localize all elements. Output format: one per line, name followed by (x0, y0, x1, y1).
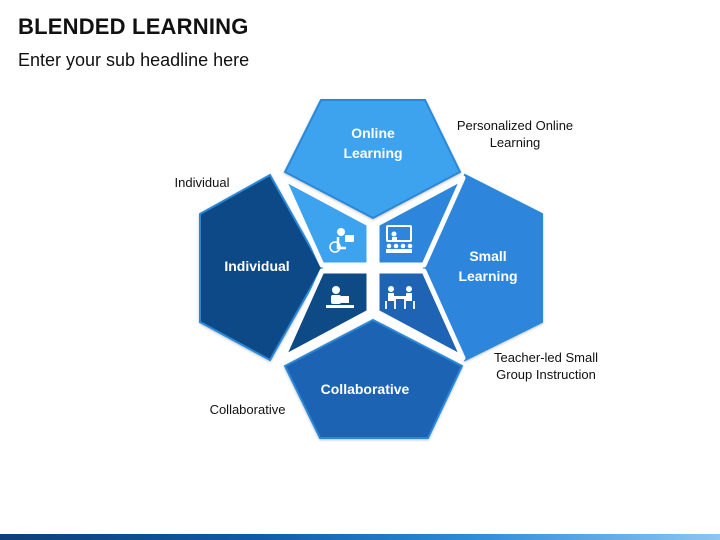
person-with-laptop-icon (326, 286, 354, 308)
caption-small: Teacher-led Small Group Instruction (486, 349, 606, 383)
inner-quadrant-collaborative (374, 268, 466, 361)
caption-individual-line1: Individual (174, 175, 230, 190)
caption-online-line2: Learning (489, 135, 541, 150)
page-subtitle: Enter your sub headline here (18, 50, 250, 70)
caption-collaborative: Collaborative (200, 401, 295, 418)
caption-collaborative-line1: Collaborative (209, 402, 286, 417)
online-label-line2: Learning (343, 145, 402, 161)
caption-individual: Individual (162, 174, 242, 191)
small-label-line1: Small (469, 248, 506, 264)
people-at-table-icon (385, 286, 415, 309)
online-label-line1: Online (351, 125, 395, 141)
collaborative-label: Collaborative (321, 381, 410, 397)
caption-online: Personalized Online Learning (440, 117, 590, 151)
inner-quadrant-online (280, 175, 372, 268)
collaborative-pentagon (283, 318, 464, 439)
small-label-line2: Learning (458, 268, 517, 284)
individual-label: Individual (224, 258, 289, 274)
online-learning-pentagon (283, 99, 462, 220)
caption-small-line2: Group Instruction (496, 367, 596, 382)
presentation-board-icon (386, 225, 413, 253)
person-at-computer-icon (329, 228, 354, 253)
inner-quadrant-small (374, 175, 466, 268)
individual-pentagon (199, 173, 324, 362)
caption-online-line1: Personalized Online (456, 118, 574, 133)
page-title: BLENDED LEARNING (18, 14, 249, 39)
bottom-accent-bar (0, 534, 720, 540)
inner-quadrant-individual (280, 268, 372, 361)
caption-small-line1: Teacher-led Small (493, 350, 599, 365)
